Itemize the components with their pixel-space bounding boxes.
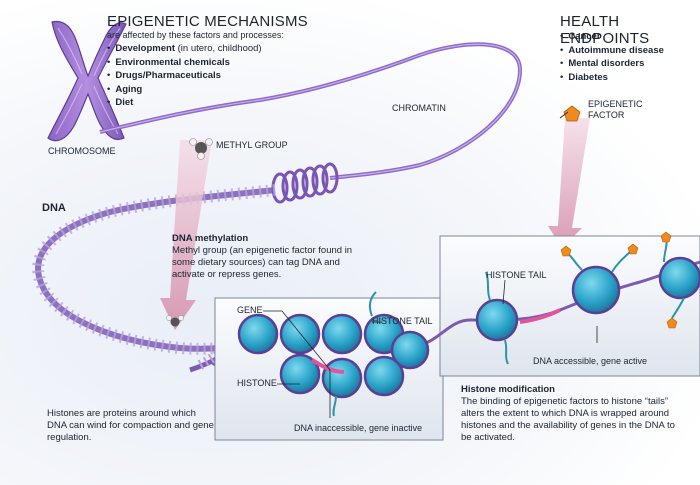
histone-label: HISTONE	[237, 378, 277, 388]
methyl-arrow	[160, 140, 212, 330]
endpoint-item: Cancer	[560, 30, 664, 44]
inaccessible-caption: DNA inaccessible, gene inactive	[294, 423, 423, 433]
mechanism-item: Development (in utero, childhood)	[107, 42, 261, 56]
mechanism-item: Diet	[107, 96, 262, 110]
open-histones	[475, 256, 700, 342]
mechanism-item: Aging	[107, 83, 262, 97]
methylation-note: DNA methylation Methyl group (an epigene…	[172, 233, 362, 281]
histone-modification-title: Histone modification	[461, 384, 555, 395]
methylation-title: DNA methylation	[172, 233, 249, 244]
bound-epigenetic-factors	[560, 231, 678, 329]
epigenetic-factor-icon	[563, 105, 581, 122]
endpoints-list: Cancer Autoimmune disease Mental disorde…	[560, 30, 664, 84]
histone-modification-note: Histone modification The binding of epig…	[461, 384, 686, 444]
endpoint-item: Autoimmune disease	[560, 44, 664, 58]
methylation-body: Methyl group (an epigenetic factor found…	[172, 245, 353, 280]
epigenetic-factor-label: EPIGENETIC FACTOR	[588, 99, 643, 120]
mechanisms-title: EPIGENETIC MECHANISMS	[107, 13, 308, 30]
mechanism-item: Drugs/Pharmaceuticals	[107, 69, 262, 83]
leader-lines	[263, 111, 598, 418]
mechanisms-list: Development (in utero, childhood) Enviro…	[107, 42, 262, 110]
open-histone-tails	[485, 237, 685, 365]
chromatin-label: CHROMATIN	[392, 103, 446, 113]
accessible-caption: DNA accessible, gene active	[533, 356, 648, 366]
mechanisms-subtitle: are affected by these factors and proces…	[107, 30, 284, 40]
inactive-gene-segment	[310, 358, 345, 374]
chromatin-coil	[271, 162, 339, 204]
histone-tail-label-right: HISTONE TAIL	[486, 270, 547, 280]
mechanism-item: Environmental chemicals	[107, 56, 262, 70]
epigenetic-factor-arrow	[548, 118, 590, 248]
methyl-tag-icon	[166, 315, 184, 327]
histone-tail-label-left: HISTONE TAIL	[372, 316, 433, 326]
histones-note: Histones are proteins around which DNA c…	[47, 408, 214, 443]
methyl-group-icon	[189, 138, 213, 160]
packed-histone-tails	[332, 291, 377, 417]
endpoint-item: Mental disorders	[560, 57, 664, 71]
endpoint-item: Diabetes	[560, 71, 664, 85]
methyl-group-label: METHYL GROUP	[216, 140, 288, 150]
packed-histones	[237, 313, 430, 399]
gene-label: GENE	[237, 305, 263, 315]
histone-modification-body: The binding of epigenetic factors to his…	[461, 396, 675, 443]
chromosome-label: CHROMOSOME	[48, 146, 116, 156]
dna-label: DNA	[42, 202, 66, 214]
active-gene-segment	[519, 308, 561, 324]
